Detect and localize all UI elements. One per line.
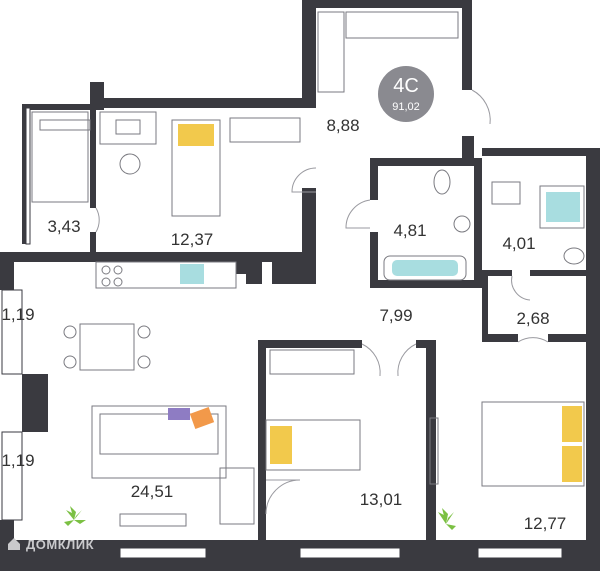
room-area-loggia-2: 1,19 (1, 451, 34, 470)
watermark-logo: ДОМКЛИК (6, 536, 94, 552)
room-area-bath: 4,81 (393, 221, 426, 240)
room-area-closet: 2,68 (516, 309, 549, 328)
flat-type-badge: 4С 91,02 (378, 66, 434, 122)
badge-type: 4С (393, 75, 419, 97)
badge-area: 91,02 (392, 101, 420, 113)
furniture (31, 11, 585, 530)
room-area-bedroom-se: 12,77 (524, 514, 567, 533)
room-area-corridor: 7,99 (379, 306, 412, 325)
room-labels: 8,88 3,43 12,37 4,81 4,01 7,99 2,68 1,19… (1, 116, 566, 533)
room-area-living: 24,51 (131, 482, 174, 501)
room-area-wc: 4,01 (502, 234, 535, 253)
room-area-bedroom-nw: 12,37 (171, 230, 214, 249)
badge-circle (378, 66, 434, 122)
room-area-loggia-1: 1,19 (1, 305, 34, 324)
windows (1, 107, 563, 559)
room-area-balcony: 3,43 (47, 217, 80, 236)
room-area-hall-top: 8,88 (326, 116, 359, 135)
doors (95, 89, 549, 515)
watermark-text: ДОМКЛИК (26, 536, 95, 552)
room-area-bedroom-s: 13,01 (360, 490, 403, 509)
home-icon (8, 538, 20, 550)
